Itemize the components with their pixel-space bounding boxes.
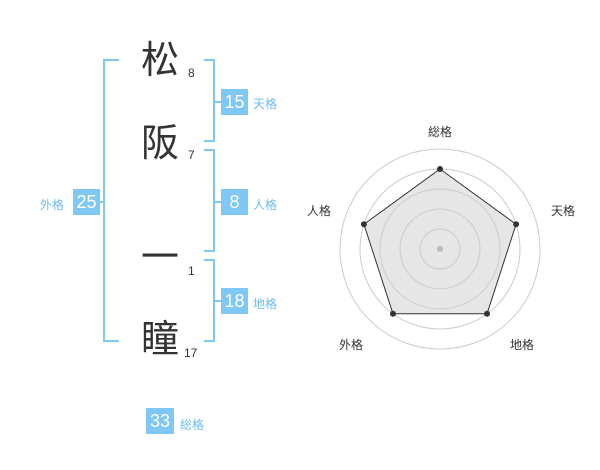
- soukaku-value: 33: [146, 408, 174, 434]
- gaikaku-bracket: [103, 59, 119, 342]
- chikaku-label: 地格: [253, 297, 278, 311]
- radar-point-2: [513, 221, 520, 228]
- gaikaku-value: 25: [73, 189, 100, 215]
- radar-center: [437, 246, 443, 252]
- radar-point-4: [389, 310, 396, 317]
- radar-label-jinkaku: 人格: [307, 204, 332, 218]
- tenkaku-bracket: [204, 59, 215, 142]
- jinkaku-value: 8: [221, 189, 248, 215]
- jinkaku-label: 人格: [253, 198, 278, 212]
- radar-label-gaikaku: 外格: [339, 338, 364, 352]
- name-char-4: 瞳: [141, 317, 180, 361]
- radar-point-5: [360, 221, 367, 228]
- jinkaku-bracket: [204, 149, 215, 252]
- radar-point-1: [437, 166, 443, 172]
- jinkaku-connector: [213, 201, 221, 203]
- stroke-count-1: 8: [188, 66, 195, 80]
- tenkaku-value: 15: [221, 89, 248, 115]
- tenkaku-connector: [213, 101, 221, 103]
- radar-ring: [379, 188, 501, 310]
- chikaku-connector: [213, 300, 221, 302]
- radar-label-chikaku: 地格: [510, 338, 535, 352]
- stroke-count-3: 1: [188, 264, 195, 278]
- radar-ring: [399, 208, 481, 290]
- name-char-1: 松: [141, 38, 180, 82]
- tenkaku-label: 天格: [253, 97, 278, 111]
- chikaku-value: 18: [221, 288, 248, 314]
- radar-label-tenkaku: 天格: [551, 204, 576, 218]
- radar-point-3: [484, 310, 491, 317]
- soukaku-label: 総格: [180, 418, 205, 432]
- radar-ring: [419, 228, 461, 270]
- name-char-3: 一: [141, 235, 180, 279]
- radar-label-soukaku: 総格: [428, 125, 453, 139]
- stroke-count-4: 17: [184, 346, 198, 360]
- name-char-2: 阪: [141, 121, 180, 165]
- radar-outline: [363, 168, 517, 315]
- radar-area: [363, 169, 517, 314]
- gaikaku-label: 外格: [40, 198, 65, 212]
- stroke-count-2: 7: [188, 148, 195, 162]
